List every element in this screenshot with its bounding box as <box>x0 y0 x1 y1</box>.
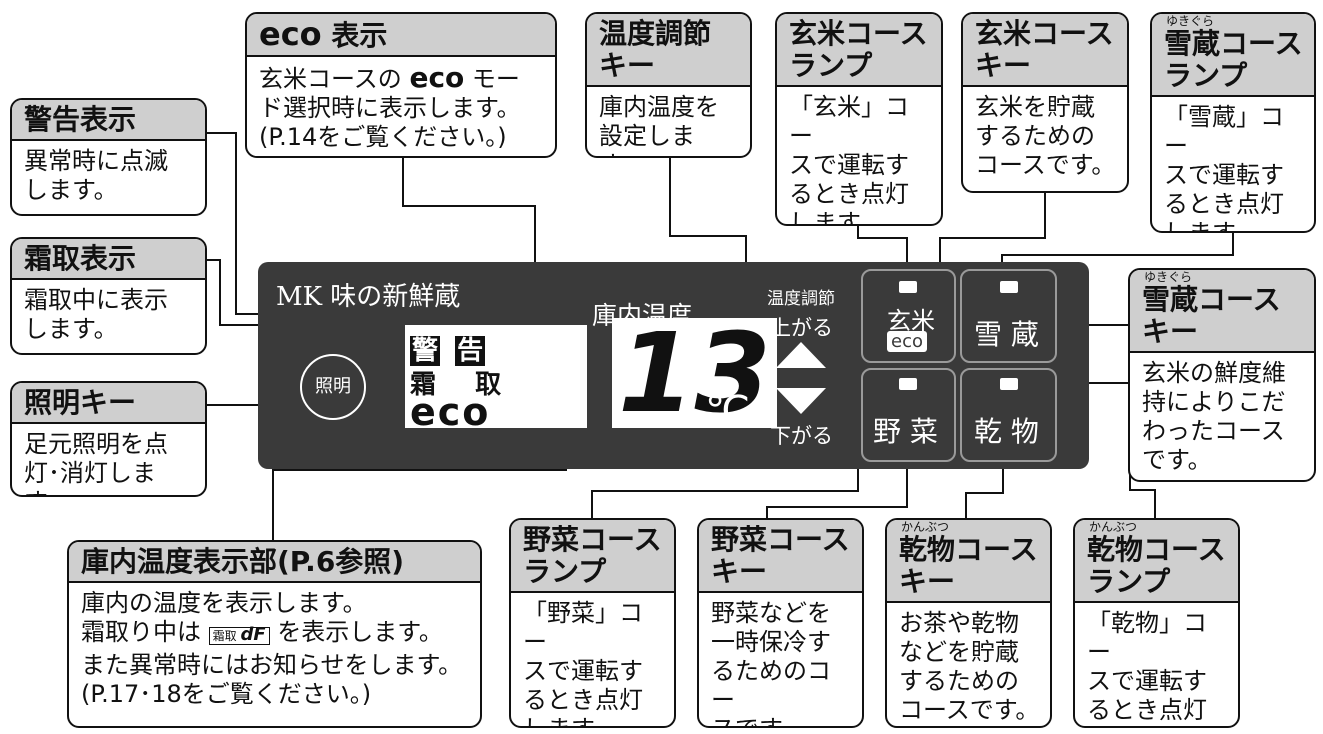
genmai-lamp-callout-body: 「玄米」コー スで運転す るとき点灯 します。 <box>789 93 909 226</box>
yasai-key-callout-body: 野菜などを 一時保冷す るためのコー スです。 <box>711 599 831 726</box>
warning-callout: 警告表示 異常時に点滅 します。 <box>10 98 207 216</box>
genmai-key[interactable]: 玄米 eco <box>861 269 956 363</box>
kanbutsu-key[interactable]: 乾 物 <box>960 368 1057 462</box>
temp-down-label: 下がる <box>770 424 833 448</box>
yukigura-key-callout: ゆきぐら雪蔵コース キー 玄米の鮮度維 持によりこだ わったコース です。 <box>1128 268 1316 482</box>
defrost-df-icon: 霜取 dF <box>208 624 270 645</box>
brand-logo: MK 味の新鮮蔵 <box>276 282 461 312</box>
genmai-lamp <box>899 281 917 293</box>
yukigura-key-callout-body: 玄米の鮮度維 持によりこだ わったコース です。 <box>1142 359 1286 474</box>
genmai-key-callout-body: 玄米を貯蔵 するための コースです。 <box>975 93 1116 179</box>
warning-callout-title: 警告表示 <box>12 100 205 141</box>
warning-indicator: 警 告 <box>410 330 486 367</box>
genmai-key-callout: 玄米コース キー 玄米を貯蔵 するための コースです。 <box>961 12 1129 193</box>
temp-adjust-label: 温度調節 <box>767 289 835 309</box>
kanbutsu-key-callout-title: かんぶつ乾物コース キー <box>887 520 1050 603</box>
kanbutsu-key-label: 乾 物 <box>974 415 1039 448</box>
display-callout: 庫内温度表示部(P.6参照) 庫内の温度を表示します。 霜取り中は 霜取 dF … <box>67 540 482 728</box>
kanbutsu-lamp-callout-title: かんぶつ乾物コース ランプ <box>1075 520 1238 603</box>
eco-callout: eco 表示 玄米コースの eco モー ド選択時に表示します。 (P.14をご… <box>245 12 557 158</box>
warning-char-2: 告 <box>455 336 486 366</box>
temp-up-label: 上がる <box>770 316 833 340</box>
yukigura-lamp <box>1000 281 1018 293</box>
kanbutsu-lamp-callout-body: 「乾物」コー スで運転す るとき点灯 します。 <box>1087 609 1207 726</box>
light-key-callout-body: 足元照明を点 灯･消灯します。 <box>24 430 168 495</box>
yasai-lamp-callout: 野菜コース ランプ 「野菜」コー スで運転す るとき点灯 します。 <box>509 518 676 728</box>
yukigura-lamp-callout-title: ゆきぐら雪蔵コース ランプ <box>1152 14 1314 97</box>
warning-char-1: 警 <box>410 336 441 366</box>
temp-key-callout: 温度調節 キー 庫内温度を 設定します。 <box>585 12 752 158</box>
yasai-lamp-callout-title: 野菜コース ランプ <box>511 520 674 593</box>
defrost-callout: 霜取表示 霜取中に表示 します。 <box>10 237 207 355</box>
defrost-callout-title: 霜取表示 <box>12 239 205 280</box>
eco-callout-title: eco 表示 <box>247 14 555 57</box>
yukigura-lamp-callout: ゆきぐら雪蔵コース ランプ 「雪蔵」コー スで運転す るとき点灯 します。 <box>1150 12 1316 233</box>
temp-down-button[interactable] <box>776 388 826 414</box>
defrost-indicator: 霜 取 <box>410 364 501 401</box>
temp-key-callout-body: 庫内温度を 設定します。 <box>599 93 719 156</box>
temperature-value: 13 <box>612 318 778 428</box>
yasai-key-label: 野 菜 <box>873 415 938 448</box>
genmai-lamp-callout: 玄米コース ランプ 「玄米」コー スで運転す るとき点灯 します。 <box>775 12 943 226</box>
genmai-key-callout-title: 玄米コース キー <box>963 14 1127 87</box>
display-callout-title: 庫内温度表示部(P.6参照) <box>69 542 480 583</box>
defrost-char-1: 霜 <box>410 370 437 400</box>
light-key-callout-title: 照明キー <box>12 383 205 424</box>
defrost-char-2: 取 <box>475 370 502 400</box>
yasai-key[interactable]: 野 菜 <box>861 368 956 462</box>
genmai-key-label: 玄米 <box>887 307 935 335</box>
kanbutsu-lamp <box>1000 378 1018 390</box>
temperature-unit: ℃ <box>705 388 750 434</box>
yasai-lamp <box>899 378 917 390</box>
temp-up-button[interactable] <box>776 342 826 368</box>
light-key[interactable]: 照明 <box>300 354 366 420</box>
genmai-eco-label: eco <box>887 331 927 352</box>
yukigura-key-callout-title: ゆきぐら雪蔵コース キー <box>1130 270 1314 353</box>
yukigura-lamp-callout-body: 「雪蔵」コー スで運転す るとき点灯 します。 <box>1164 103 1284 233</box>
yasai-lamp-callout-body: 「野菜」コー スで運転す るとき点灯 します。 <box>523 599 643 726</box>
warning-callout-body: 異常時に点滅 します。 <box>24 147 168 204</box>
yukigura-key-label: 雪 蔵 <box>974 318 1039 351</box>
yasai-key-callout: 野菜コース キー 野菜などを 一時保冷す るためのコー スです。 <box>697 518 864 728</box>
light-key-callout: 照明キー 足元照明を点 灯･消灯します。 <box>10 381 207 497</box>
defrost-callout-body: 霜取中に表示 します。 <box>24 286 168 343</box>
temp-key-callout-title: 温度調節 キー <box>587 14 750 87</box>
eco-callout-body: 玄米コースの eco モー ド選択時に表示します。 (P.14をご覧ください。) <box>259 61 521 151</box>
yasai-key-callout-title: 野菜コース キー <box>699 520 862 593</box>
yukigura-key[interactable]: 雪 蔵 <box>960 269 1057 363</box>
eco-indicator: eco <box>410 390 491 434</box>
kanbutsu-key-callout-body: お茶や乾物 などを貯蔵 するための コースです。 <box>899 609 1040 724</box>
display-callout-body: 庫内の温度を表示します。 霜取り中は 霜取 dF を表示します。 また異常時には… <box>81 589 463 708</box>
kanbutsu-key-callout: かんぶつ乾物コース キー お茶や乾物 などを貯蔵 するための コースです。 <box>885 518 1052 728</box>
genmai-lamp-callout-title: 玄米コース ランプ <box>777 14 941 87</box>
